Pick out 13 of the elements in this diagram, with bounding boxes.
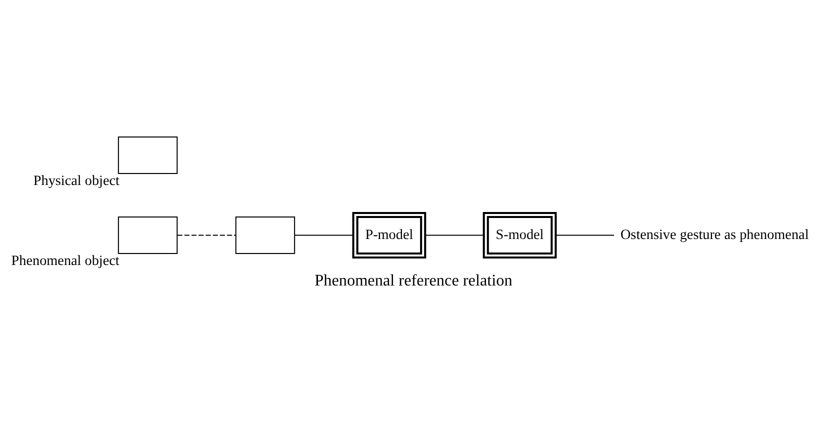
caption: Phenomenal reference relation bbox=[314, 272, 512, 290]
connector bbox=[177, 234, 236, 236]
connector bbox=[556, 234, 614, 236]
node-box bbox=[235, 216, 296, 254]
node-text: Ostensive gesture as phenomenal bbox=[620, 226, 809, 243]
connector bbox=[294, 234, 354, 236]
node-label: Physical object bbox=[33, 172, 120, 189]
node-box: S-model bbox=[482, 212, 557, 259]
node-box: P-model bbox=[352, 212, 426, 259]
node-label: Phenomenal object bbox=[11, 252, 120, 269]
node-box bbox=[118, 216, 178, 254]
node-box bbox=[118, 136, 178, 174]
connector bbox=[425, 234, 484, 236]
